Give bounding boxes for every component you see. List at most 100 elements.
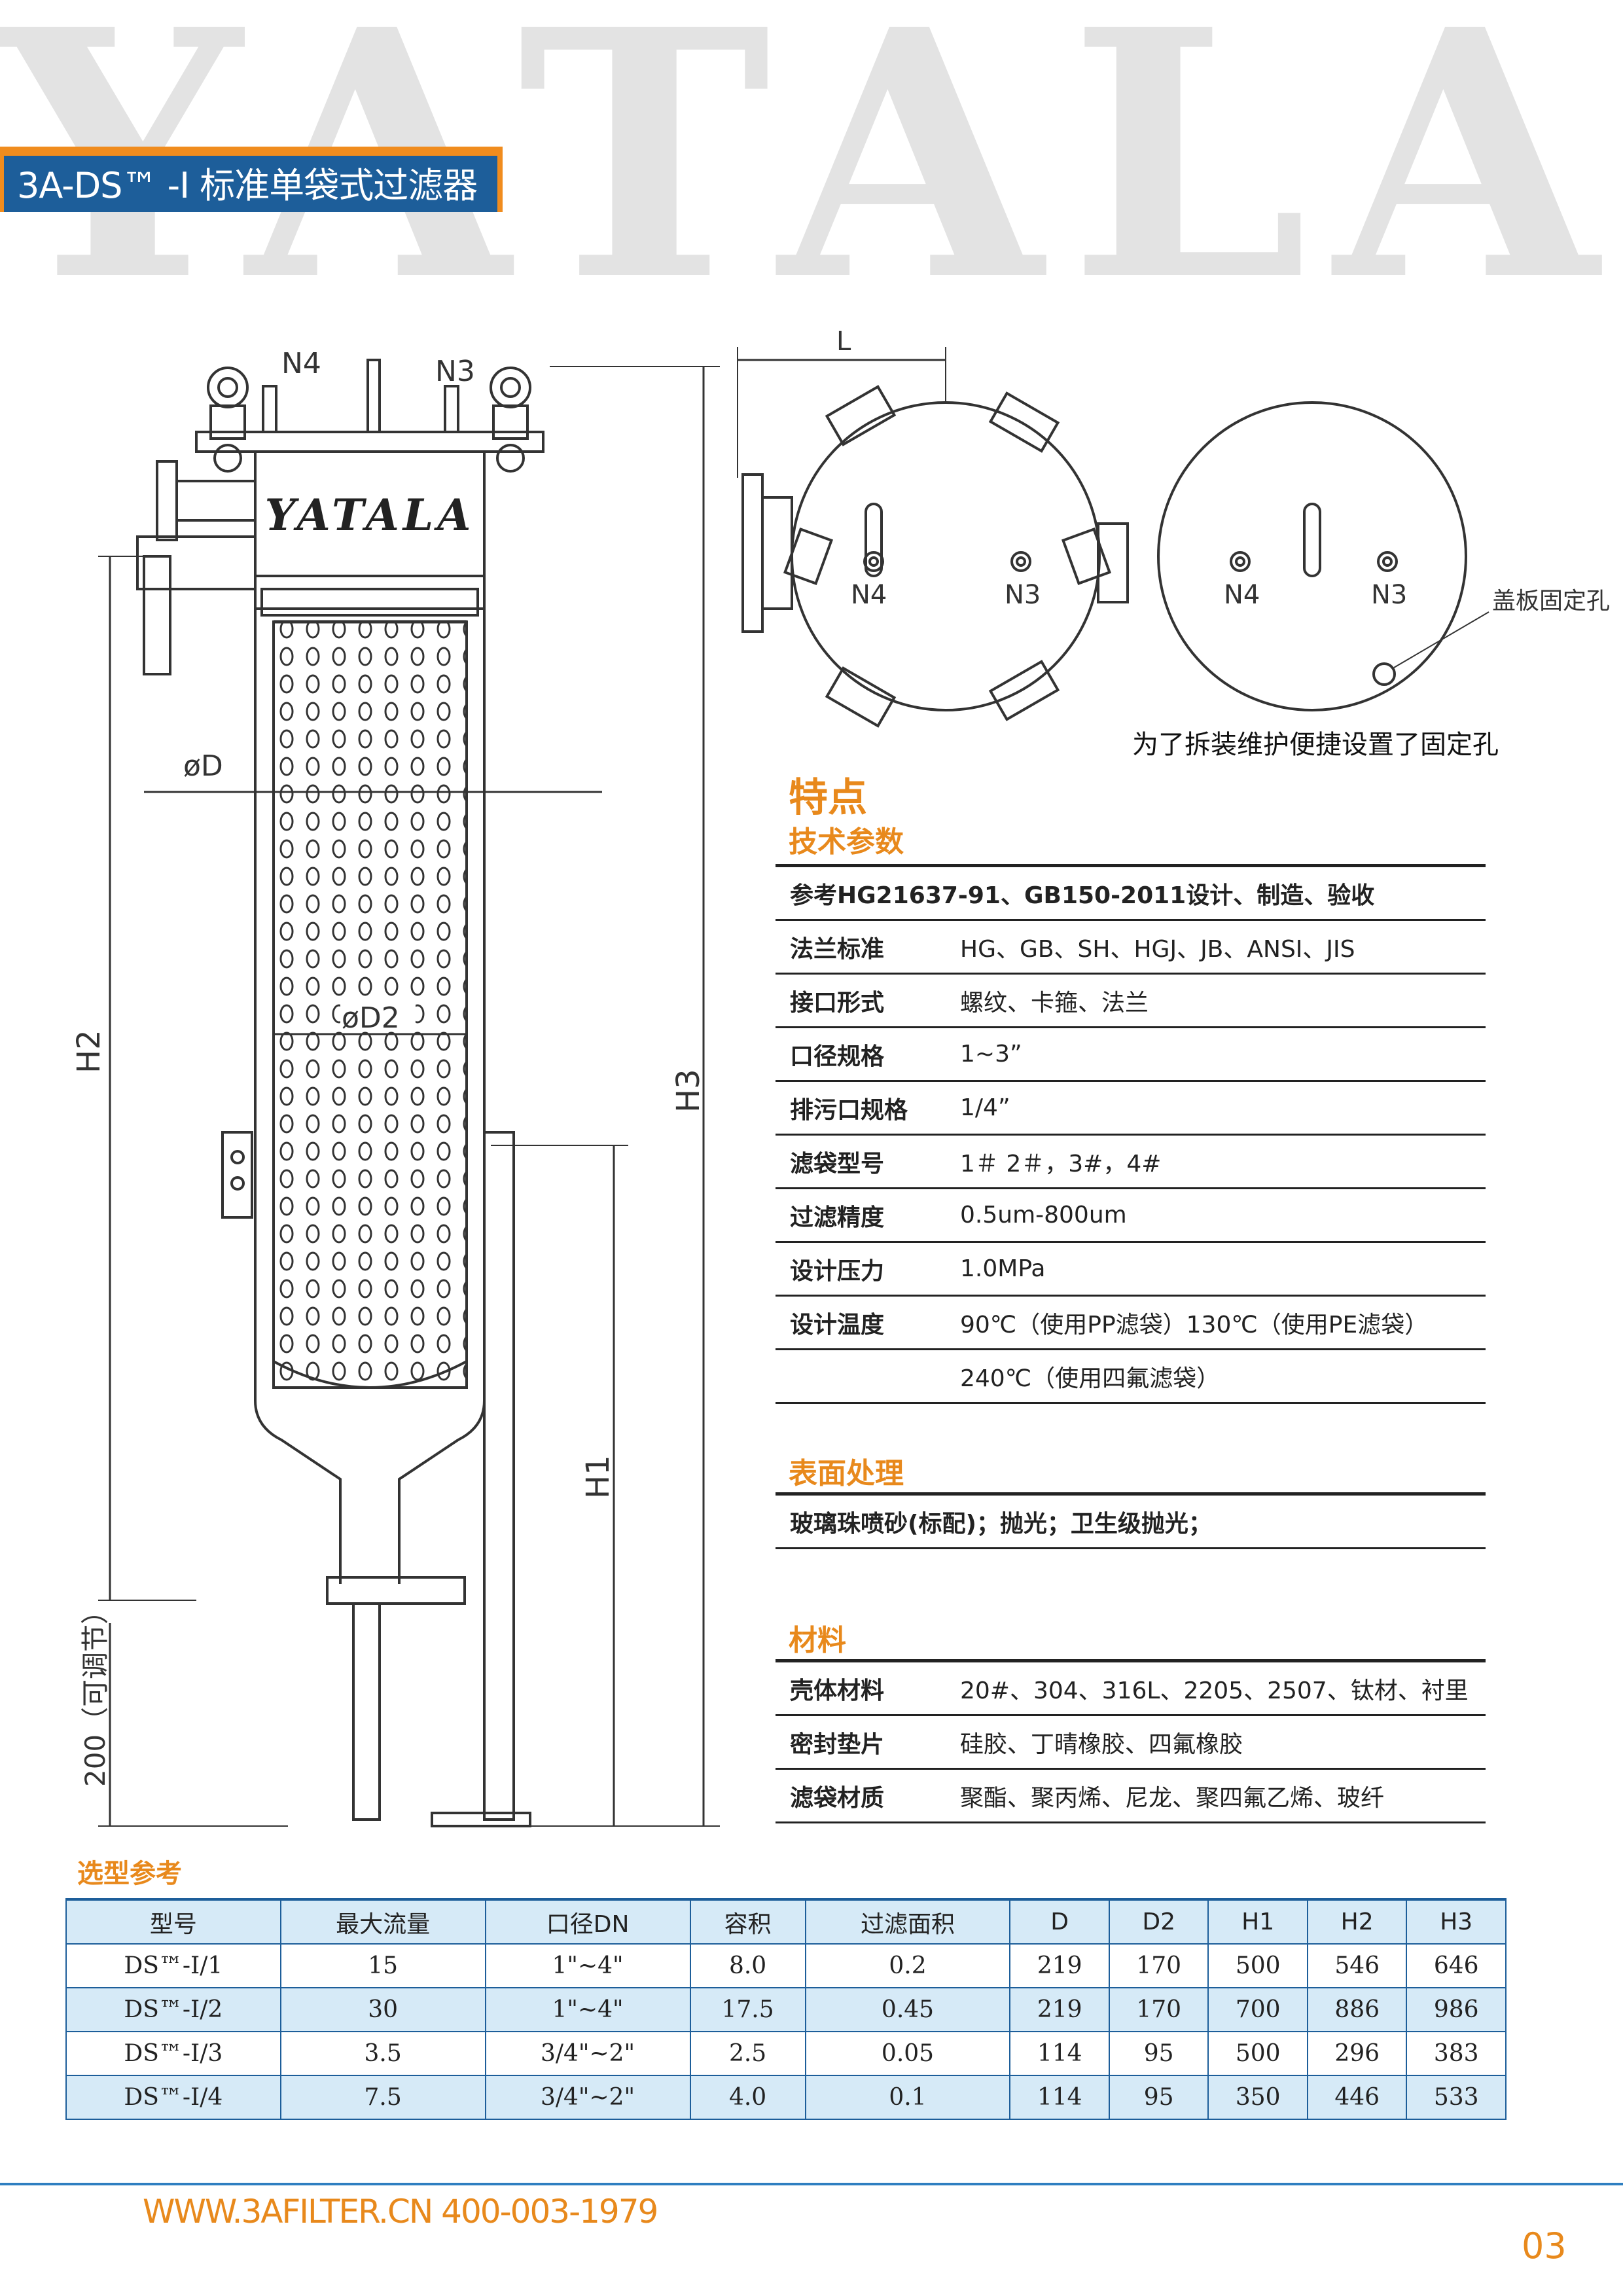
- material-row: 滤袋材质 聚酯、聚丙烯、尼龙、聚四氟乙烯、玻纤: [776, 1770, 1486, 1823]
- column-header: 过滤面积: [804, 1898, 1011, 1945]
- table-cell: 0.2: [804, 1943, 1011, 1988]
- cover-plan-views: L N4 N3 N4 N3 盖板固定孔: [737, 327, 1610, 728]
- surface-value: 玻璃珠喷砂(标配)；抛光；卫生级抛光；: [790, 1510, 1212, 1537]
- vessel-brand-label: YATALA: [265, 490, 475, 541]
- table-header-row: 型号 最大流量 口径DN 容积 过滤面积 D D2 H1 H2 H3: [65, 1898, 1507, 1945]
- column-header: D2: [1108, 1898, 1209, 1945]
- nozzle-n4-label: N4: [281, 347, 321, 380]
- table-cell: 15: [279, 1943, 486, 1988]
- spec-reference: 参考HG21637-91、GB150-2011设计、制造、验收: [790, 882, 1375, 909]
- spec-value: 1.0MPa: [960, 1255, 1046, 1282]
- spec-label: 设计压力: [790, 1257, 885, 1285]
- dim-h2-label: H2: [71, 1030, 107, 1073]
- footer-contact: WWW.3AFILTER.CN 400-003-1979: [143, 2193, 658, 2231]
- dim-d2-label: øD2: [342, 1001, 400, 1035]
- page-title: 3A-DS™ -I 标准单袋式过滤器: [17, 164, 478, 206]
- column-header: 最大流量: [279, 1898, 486, 1945]
- table-cell: 700: [1207, 1987, 1308, 2032]
- dim-leg-label: 200（可调节）: [79, 1597, 111, 1787]
- table-cell: 3/4"~2": [484, 2075, 691, 2120]
- cover2-n3-label: N3: [1371, 580, 1407, 610]
- table-cell: 17.5: [689, 1987, 806, 2032]
- material-label: 滤袋材质: [790, 1784, 885, 1812]
- table-cell: 350: [1207, 2075, 1308, 2120]
- table-cell: 446: [1306, 2075, 1408, 2120]
- table-cell: 7.5: [279, 2075, 486, 2120]
- spec-row: 过滤精度 0.5um-800um: [776, 1189, 1486, 1243]
- table-cell: 383: [1406, 2031, 1507, 2076]
- table-cell: 3.5: [279, 2031, 486, 2076]
- spec-label: 排污口规格: [790, 1096, 908, 1124]
- footer-divider: [0, 2183, 1623, 2185]
- title-accent: [0, 147, 503, 152]
- table-cell: 986: [1406, 1987, 1507, 2032]
- surface-heading: 表面处理: [789, 1457, 904, 1490]
- column-header: H2: [1306, 1898, 1408, 1945]
- material-label: 密封垫片: [790, 1731, 885, 1758]
- spec-row: 设计压力 1.0MPa: [776, 1243, 1486, 1297]
- material-row: 密封垫片 硅胶、丁晴橡胶、四氟橡胶: [776, 1716, 1486, 1770]
- spec-label: 滤袋型号: [790, 1150, 885, 1177]
- table-cell: 646: [1406, 1943, 1507, 1988]
- table-cell: 0.05: [804, 2031, 1011, 2076]
- table-cell: 500: [1207, 2031, 1308, 2076]
- filter-elevation-drawing: H2 200（可调节） H3 H1 N4 N3 YATALA øD øD2: [71, 347, 720, 1827]
- spec-label: 过滤精度: [790, 1204, 885, 1231]
- table-cell: 95: [1108, 2075, 1209, 2120]
- spec-row: 口径规格 1~3”: [776, 1028, 1486, 1082]
- spec-row: 设计温度 90℃（使用PP滤袋）130℃（使用PE滤袋）: [776, 1297, 1486, 1350]
- cover-n3-label: N3: [1005, 580, 1041, 610]
- page-number: 03: [1522, 2225, 1567, 2267]
- spec-row: 接口形式 螺纹、卡箍、法兰: [776, 975, 1486, 1028]
- tech-params-heading: 技术参数: [789, 825, 904, 859]
- spec-label: 口径规格: [790, 1043, 885, 1070]
- table-row: DS™-I/3 3.5 3/4"~2" 2.5 0.05 114 95 500 …: [65, 2031, 1507, 2076]
- fixing-hole-caption: 为了拆装维护便捷设置了固定孔: [1132, 730, 1499, 760]
- table-cell: 170: [1108, 1987, 1209, 2032]
- column-header: D: [1009, 1898, 1110, 1945]
- table-cell: DS™-I/3: [65, 2031, 281, 2076]
- dim-h3-label: H3: [670, 1069, 707, 1113]
- table-cell: 0.1: [804, 2075, 1011, 2120]
- spec-value: 90℃（使用PP滤袋）130℃（使用PE滤袋）: [960, 1311, 1429, 1338]
- table-cell: 95: [1108, 2031, 1209, 2076]
- table-row: DS™-I/1 15 1"~4" 8.0 0.2 219 170 500 546…: [65, 1943, 1507, 1988]
- spec-row-reference: 参考HG21637-91、GB150-2011设计、制造、验收: [776, 864, 1486, 921]
- table-row: DS™-I/4 7.5 3/4"~2" 4.0 0.1 114 95 350 4…: [65, 2075, 1507, 2120]
- table-cell: 219: [1009, 1943, 1110, 1988]
- spec-value: 1/4”: [960, 1094, 1010, 1121]
- table-cell: 8.0: [689, 1943, 806, 1988]
- column-header: 型号: [65, 1898, 281, 1945]
- table-cell: 296: [1306, 2031, 1408, 2076]
- table-cell: DS™-I/2: [65, 1987, 281, 2032]
- table-row: DS™-I/2 30 1"~4" 17.5 0.45 219 170 700 8…: [65, 1987, 1507, 2032]
- column-header: H1: [1207, 1898, 1308, 1945]
- cover-n4-label: N4: [851, 580, 887, 610]
- spec-row: 法兰标准 HG、GB、SH、HGJ、JB、ANSI、JIS: [776, 921, 1486, 975]
- dim-l-label: L: [836, 327, 851, 357]
- materials-table: 壳体材料 20#、304、316L、2205、2507、钛材、衬里 密封垫片 硅…: [776, 1659, 1486, 1823]
- spec-row: 滤袋型号 1＃ 2＃，3#，4#: [776, 1136, 1486, 1189]
- table-cell: 3/4"~2": [484, 2031, 691, 2076]
- table-cell: 546: [1306, 1943, 1408, 1988]
- table-cell: 114: [1009, 2075, 1110, 2120]
- table-cell: 4.0: [689, 2075, 806, 2120]
- dim-d-label: øD: [183, 749, 223, 783]
- title-bar: 3A-DS™ -I 标准单袋式过滤器: [0, 147, 503, 212]
- table-cell: 2.5: [689, 2031, 806, 2076]
- nozzle-n3-label: N3: [435, 355, 475, 388]
- spec-label: 设计温度: [790, 1311, 885, 1338]
- table-cell: 533: [1406, 2075, 1507, 2120]
- spec-row-temp-extra: 240℃（使用四氟滤袋）: [776, 1350, 1486, 1404]
- table-cell: 114: [1009, 2031, 1110, 2076]
- column-header: 口径DN: [484, 1898, 691, 1945]
- selection-table: 型号 最大流量 口径DN 容积 过滤面积 D D2 H1 H2 H3 DS™-I…: [65, 1898, 1507, 2120]
- table-cell: 1"~4": [484, 1987, 691, 2032]
- table-cell: 1"~4": [484, 1943, 691, 1988]
- materials-heading: 材料: [789, 1624, 846, 1657]
- spec-value: 1＃ 2＃，3#，4#: [960, 1150, 1162, 1177]
- table-cell: 0.45: [804, 1987, 1011, 2032]
- selection-heading: 选型参考: [77, 1859, 182, 1889]
- fixing-hole-label: 盖板固定孔: [1492, 588, 1610, 615]
- table-cell: DS™-I/4: [65, 2075, 281, 2120]
